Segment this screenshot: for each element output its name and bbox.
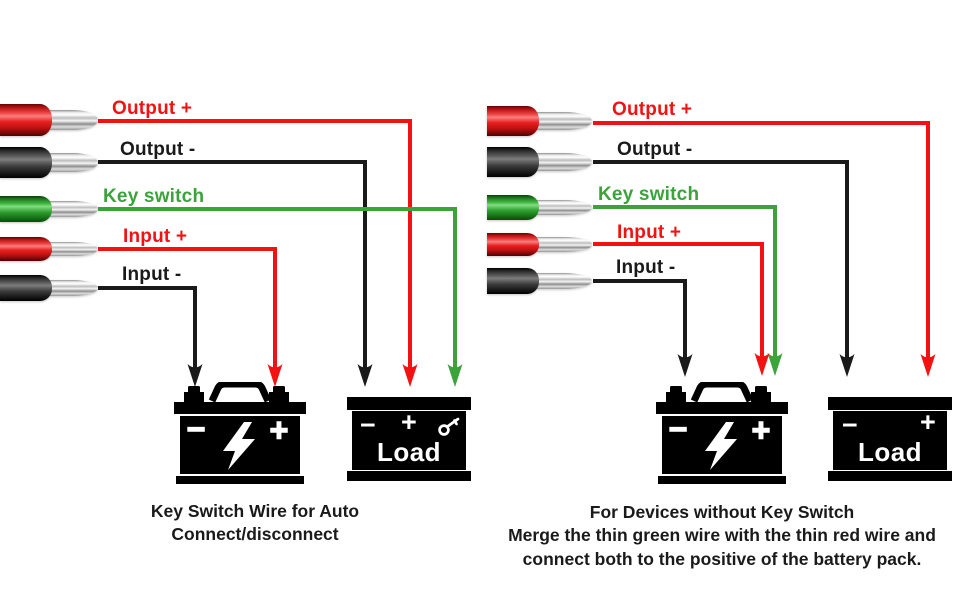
- key-icon: [438, 417, 460, 436]
- caption-right-line3: connect both to the positive of the batt…: [522, 548, 922, 569]
- caption-left: Key Switch Wire for Auto Connect/disconn…: [88, 500, 422, 547]
- load-bottom-rail: [828, 471, 952, 481]
- label-output-minus: Output -: [120, 139, 196, 160]
- load-plus-symbol: +: [401, 407, 417, 437]
- battery-minus-symbol: −: [669, 411, 688, 447]
- cable-red: [0, 237, 52, 261]
- wire-photo-input-minus: [0, 275, 98, 301]
- label-input-minus: Input -: [122, 264, 182, 285]
- cable-green: [0, 196, 52, 222]
- battery-plus-terminal: [751, 392, 771, 402]
- cable-black: [487, 268, 539, 294]
- battery-plus-terminal: [269, 392, 289, 402]
- label-output-plus: Output +: [612, 99, 693, 120]
- caption-right: For Devices without Key Switch Merge the…: [478, 501, 966, 571]
- battery-plus-symbol: +: [752, 412, 771, 448]
- label-output-plus: Output +: [112, 98, 193, 119]
- battery-top-rail: [174, 402, 306, 414]
- battery-minus-terminal: [666, 392, 686, 402]
- arrow-right-output-plus-icon: [920, 354, 936, 377]
- wire-photo-output-plus: [0, 104, 98, 136]
- load-box: − + Load: [347, 397, 471, 481]
- wire-tip: [530, 272, 592, 290]
- label-input-plus: Input +: [617, 222, 682, 243]
- label-input-plus: Input +: [123, 226, 188, 247]
- route-right-input-minus: [593, 279, 687, 358]
- label-key-switch: Key switch: [598, 184, 700, 205]
- load-label: Load: [376, 437, 442, 467]
- label-key-switch: Key switch: [103, 186, 205, 207]
- wire-photo-input-plus: [0, 237, 98, 261]
- load-label: Load: [857, 437, 923, 467]
- load-body: − + Load: [352, 407, 466, 470]
- arrow-left-key-switch-icon: [447, 364, 463, 387]
- wire-tip: [530, 237, 592, 252]
- battery-icon: − +: [656, 382, 788, 484]
- load-box: − + Load: [828, 397, 952, 481]
- load-minus-symbol: −: [360, 410, 376, 440]
- caption-left-line1: Key Switch Wire for Auto: [150, 501, 360, 521]
- cable-black: [0, 147, 52, 178]
- wire-tip: [530, 111, 592, 131]
- wire-tip: [530, 152, 592, 172]
- lightning-bolt-icon: [223, 422, 255, 470]
- load-bottom-rail: [347, 471, 471, 481]
- battery-icon: − +: [174, 382, 306, 484]
- arrow-right-input-plus-icon: [754, 353, 770, 376]
- battery-plus-symbol: +: [270, 412, 289, 448]
- battery-base: [176, 476, 304, 484]
- arrow-right-input-minus-icon: [677, 354, 693, 377]
- cable-red: [487, 106, 539, 136]
- wire-photo-output-minus: [0, 147, 98, 178]
- wire-photo-output-plus: [487, 106, 592, 136]
- load-plus-symbol: +: [920, 407, 936, 437]
- battery-top-rail: [656, 402, 788, 414]
- battery-handle: [208, 382, 272, 403]
- battery-minus-terminal: [184, 392, 204, 402]
- load-body: − + Load: [833, 407, 947, 470]
- arrow-right-key-switch-icon: [767, 353, 783, 376]
- label-input-minus: Input -: [616, 257, 676, 278]
- wire-photo-output-minus: [487, 147, 592, 177]
- cable-red: [0, 104, 52, 136]
- caption-left-line2: Connect/disconnect: [171, 524, 339, 545]
- caption-right-line2: Merge the thin green wire with the thin …: [508, 525, 936, 546]
- cable-black: [0, 275, 52, 301]
- wire-photo-input-minus: [487, 268, 592, 294]
- cable-black: [487, 147, 539, 177]
- route-left-input-minus: [98, 286, 197, 368]
- wire-tip: [530, 199, 592, 216]
- cable-red: [487, 233, 539, 256]
- arrow-right-output-minus-icon: [839, 354, 855, 377]
- wire-photo-input-plus: [487, 233, 592, 256]
- load-minus-symbol: −: [842, 410, 858, 440]
- cable-green: [487, 195, 539, 220]
- battery-handle: [690, 382, 754, 403]
- arrow-left-output-minus-icon: [357, 364, 373, 387]
- lightning-bolt-icon: [705, 422, 737, 470]
- wire-photo-key-switch: [487, 195, 592, 220]
- load-top-rail: [347, 397, 471, 410]
- label-output-minus: Output -: [617, 139, 693, 160]
- battery-minus-symbol: −: [187, 411, 206, 447]
- load-top-rail: [828, 397, 952, 410]
- arrow-left-output-plus-icon: [402, 364, 418, 387]
- caption-right-line1: For Devices without Key Switch: [589, 502, 855, 522]
- wire-photo-key-switch: [0, 196, 98, 222]
- battery-base: [658, 476, 786, 484]
